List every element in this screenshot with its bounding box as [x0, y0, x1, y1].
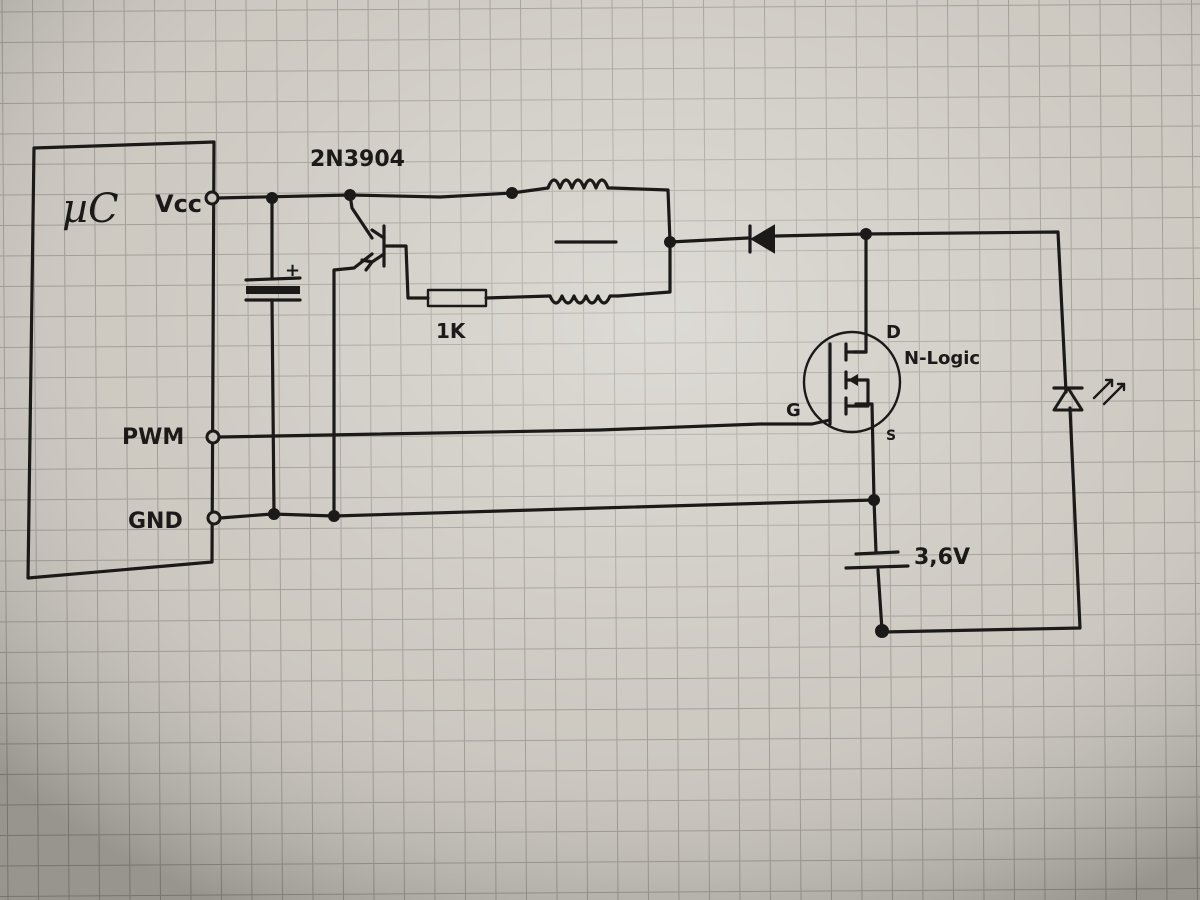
battery-label: 3,6V: [914, 545, 970, 570]
vcc-pin: [204, 190, 220, 206]
battery-icon: 3,6V: [844, 545, 970, 570]
vcc-label: Vcc: [155, 190, 202, 218]
mosfet-type-label: N-Logic: [904, 348, 980, 369]
coil-pair-icon: [546, 178, 620, 305]
npn-transistor-icon: 2N3904: [310, 147, 405, 272]
diode-icon: [748, 224, 775, 254]
source-label: S: [886, 428, 896, 444]
gnd-pin: [206, 510, 222, 526]
transistor-label: 2N3904: [310, 147, 405, 172]
microcontroller-block: µC Vcc PWM GND: [26, 140, 216, 580]
gate-label: G: [786, 400, 801, 421]
gnd-label: GND: [128, 509, 183, 534]
junction-dots: [266, 187, 889, 638]
mosfet-icon: D G S N-Logic: [786, 322, 980, 444]
led-icon: [1052, 378, 1126, 412]
resistor-label: 1K: [436, 319, 467, 343]
drain-label: D: [886, 322, 901, 343]
electrolytic-capacitor-icon: +: [244, 260, 302, 302]
capacitor-plus-label: +: [285, 260, 300, 281]
pwm-pin: [205, 429, 221, 445]
mc-label: µC: [62, 186, 119, 232]
pwm-label: PWM: [122, 425, 184, 450]
resistor-icon: 1K: [426, 288, 488, 343]
